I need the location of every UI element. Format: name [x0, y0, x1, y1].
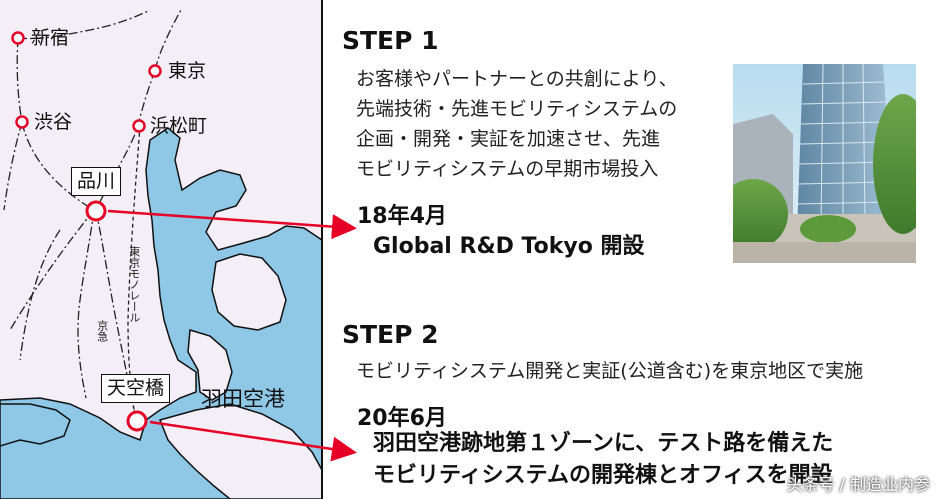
- keikyu-label: 京急: [95, 320, 109, 345]
- station-label-shinjuku: 新宿: [31, 27, 70, 49]
- step2-headline-line: 羽田空港跡地第１ゾーンに、テスト路を備えた: [373, 431, 834, 456]
- watermark: 头条号 / 制造业内参: [786, 475, 930, 494]
- station-marker-tenkubashi: [126, 410, 148, 432]
- step1-headline: Global R&D Tokyo 開設: [373, 234, 645, 259]
- step2-body: モビリティシステム開発と実証(公道含む)を東京地区で実施: [356, 360, 864, 382]
- step2-headline-line: モビリティシステムの開発棟とオフィスを開設: [373, 463, 833, 488]
- station-label-shibuya: 渋谷: [34, 111, 73, 133]
- bay-water: [0, 127, 323, 499]
- map: 新宿 東京 渋谷 浜松町 品川 天空橋 東京モノレール 京急 羽田空港: [0, 0, 325, 499]
- map-graphic: [0, 0, 323, 499]
- step1-body-line: お客様やパートナーとの共創により、: [356, 68, 678, 90]
- monorail-label-text: 東京モノレール: [127, 246, 141, 323]
- monorail-label: 東京モノレール: [127, 246, 141, 326]
- building-photo-graphic: [733, 64, 916, 263]
- station-label-tokyo: 東京: [168, 60, 207, 82]
- station-label-hamamatsucho: 浜松町: [150, 115, 208, 137]
- station-marker-hamamatsucho: [132, 119, 146, 133]
- step1-title: STEP 1: [342, 26, 439, 55]
- step1-body-line: モビリティシステムの早期市場投入: [356, 158, 659, 180]
- station-marker-shinagawa: [85, 200, 107, 222]
- station-box-tenkubashi: 天空橋: [101, 374, 171, 403]
- step1-body-line: 先端技術・先進モビリティシステムの: [356, 98, 678, 120]
- landfill-island-2: [187, 329, 233, 401]
- landfill-island-1: [211, 253, 287, 331]
- map-border: [321, 0, 323, 499]
- station-marker-shinjuku: [11, 31, 25, 45]
- step1-body-line: 企画・開発・実証を加速させ、先進: [356, 128, 661, 150]
- station-marker-tokyo: [148, 64, 162, 78]
- step1-date: 18年4月: [357, 204, 447, 229]
- station-marker-shibuya: [15, 115, 29, 129]
- step2-headline: 羽田空港跡地第１ゾーンに、テスト路を備えた モビリティシステムの開発棟とオフィス…: [373, 428, 833, 492]
- airport-label: 羽田空港: [201, 387, 285, 411]
- river: [0, 403, 71, 447]
- station-box-shinagawa: 品川: [71, 167, 122, 196]
- building-photo: [733, 64, 916, 263]
- step2-title: STEP 2: [342, 320, 439, 349]
- step2-date: 20年6月: [357, 406, 447, 431]
- keikyu-label-text: 京急: [95, 320, 109, 342]
- step1-body: お客様やパートナーとの共創により、 先端技術・先進モビリティシステムの 企画・開…: [356, 64, 678, 184]
